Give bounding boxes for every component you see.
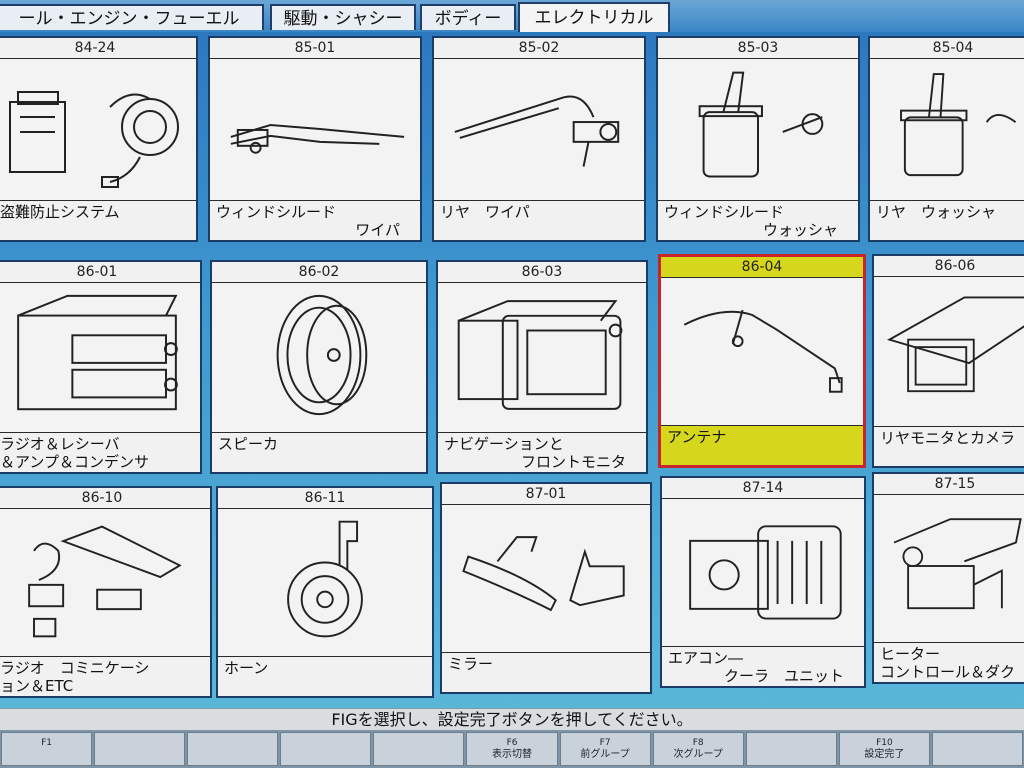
horn-icon <box>224 512 426 648</box>
tab-body[interactable]: ボディー <box>420 4 516 30</box>
fig-name: ウィンドシルードワイパ <box>210 200 420 240</box>
fig-name: ウィンドシルードウォッシャ <box>658 200 858 240</box>
function-key-f1[interactable]: F1 <box>1 732 93 766</box>
function-key-f11[interactable] <box>931 732 1024 766</box>
function-key-f2[interactable] <box>94 732 186 766</box>
etc-unit-icon <box>0 512 204 648</box>
fig-card-86-01[interactable]: 86-01 ラジオ＆レシーバ＆アンプ＆コンデンサ <box>0 260 202 474</box>
fig-code: 87-01 <box>442 484 650 505</box>
fig-code: 85-04 <box>870 38 1024 59</box>
navigation-icon <box>444 286 640 424</box>
fig-card-85-03[interactable]: 85-03 ウィンドシルードウォッシャ <box>656 36 860 242</box>
fig-code: 86-02 <box>212 262 426 283</box>
fig-name: アンテナ <box>661 425 863 465</box>
ac-unit-icon <box>668 502 858 638</box>
fig-code: 87-14 <box>662 478 864 499</box>
fig-code: 86-06 <box>874 256 1024 277</box>
fig-card-86-04[interactable]: 86-04 アンテナ <box>658 254 866 468</box>
fig-name: スピーカ <box>212 432 426 472</box>
antenna-icon <box>667 281 857 417</box>
fig-code: 86-01 <box>0 262 200 283</box>
fig-name: リヤ ウォッシャ <box>870 200 1024 240</box>
tab-engine-fuel[interactable]: ール・エンジン・フューエル <box>0 4 264 30</box>
fig-name: リヤ ワイパ <box>434 200 644 240</box>
function-key-f3[interactable] <box>187 732 279 766</box>
wiper-icon <box>216 62 414 192</box>
fig-code: 86-03 <box>438 262 646 283</box>
fig-code: 86-10 <box>0 488 210 509</box>
fig-name: ラジオ＆レシーバ＆アンプ＆コンデンサ <box>0 432 200 472</box>
function-key-f9[interactable] <box>745 732 837 766</box>
radio-icon <box>0 286 194 424</box>
tab-drive-chassis[interactable]: 駆動・シャシー <box>270 4 416 30</box>
fig-card-87-14[interactable]: 87-14 エアコン―クーラ ユニット <box>660 476 866 688</box>
function-key-f4[interactable] <box>280 732 372 766</box>
fig-card-85-01[interactable]: 85-01 ウィンドシルードワイパ <box>208 36 422 242</box>
fig-card-86-02[interactable]: 86-02 スピーカ <box>210 260 428 474</box>
parts-figure-grid: 84-24 盗難防止システム 85-01 ウィンドシルードワイパ 85-02 <box>0 32 1024 708</box>
fig-code: 85-02 <box>434 38 644 59</box>
fig-card-87-15[interactable]: 87-15 ヒーターコントロール＆ダク <box>872 472 1024 684</box>
category-tab-bar: ール・エンジン・フューエル 駆動・シャシー ボディー エレクトリカル <box>0 0 1024 34</box>
fig-card-85-04[interactable]: 85-04 リヤ ウォッシャ <box>868 36 1024 242</box>
fig-name: ナビゲーションとフロントモニタ <box>438 432 646 472</box>
fig-card-86-03[interactable]: 86-03 ナビゲーションとフロントモニタ <box>436 260 648 474</box>
fig-card-85-02[interactable]: 85-02 リヤ ワイパ <box>432 36 646 242</box>
fig-code: 84-24 <box>0 38 196 59</box>
rear-washer-icon <box>876 62 1024 192</box>
fig-card-86-06[interactable]: 86-06 リヤモニタとカメラ <box>872 254 1024 468</box>
washer-icon <box>664 62 852 192</box>
instruction-message: FIGを選択し、設定完了ボタンを押してください。 <box>0 708 1024 731</box>
fig-card-87-01[interactable]: 87-01 ミラー <box>440 482 652 694</box>
tab-electrical[interactable]: エレクトリカル <box>518 2 670 32</box>
fig-name: ヒーターコントロール＆ダク <box>874 642 1024 682</box>
fig-code: 86-11 <box>218 488 432 509</box>
fig-name: ミラー <box>442 652 650 692</box>
function-key-f5[interactable] <box>373 732 465 766</box>
fig-name: 盗難防止システム <box>0 200 196 240</box>
fig-name: ラジオ コミニケーション＆ETC <box>0 656 210 696</box>
fig-card-84-24[interactable]: 84-24 盗難防止システム <box>0 36 198 242</box>
fig-code: 87-15 <box>874 474 1024 495</box>
mirror-icon <box>448 508 644 644</box>
speaker-icon <box>218 286 420 424</box>
anti-theft-module-icon <box>0 62 190 192</box>
fig-code: 85-03 <box>658 38 858 59</box>
fig-code: 86-04 <box>661 257 863 278</box>
rear-monitor-icon <box>880 280 1024 418</box>
fig-name: ホーン <box>218 656 432 696</box>
heater-control-icon <box>880 498 1024 634</box>
rear-wiper-icon <box>440 62 638 192</box>
fig-name: エアコン―クーラ ユニット <box>662 646 864 686</box>
fig-card-86-10[interactable]: 86-10 ラジオ コミニケーション＆ETC <box>0 486 212 698</box>
fig-name: リヤモニタとカメラ <box>874 426 1024 466</box>
fig-code: 85-01 <box>210 38 420 59</box>
fig-card-86-11[interactable]: 86-11 ホーン <box>216 486 434 698</box>
